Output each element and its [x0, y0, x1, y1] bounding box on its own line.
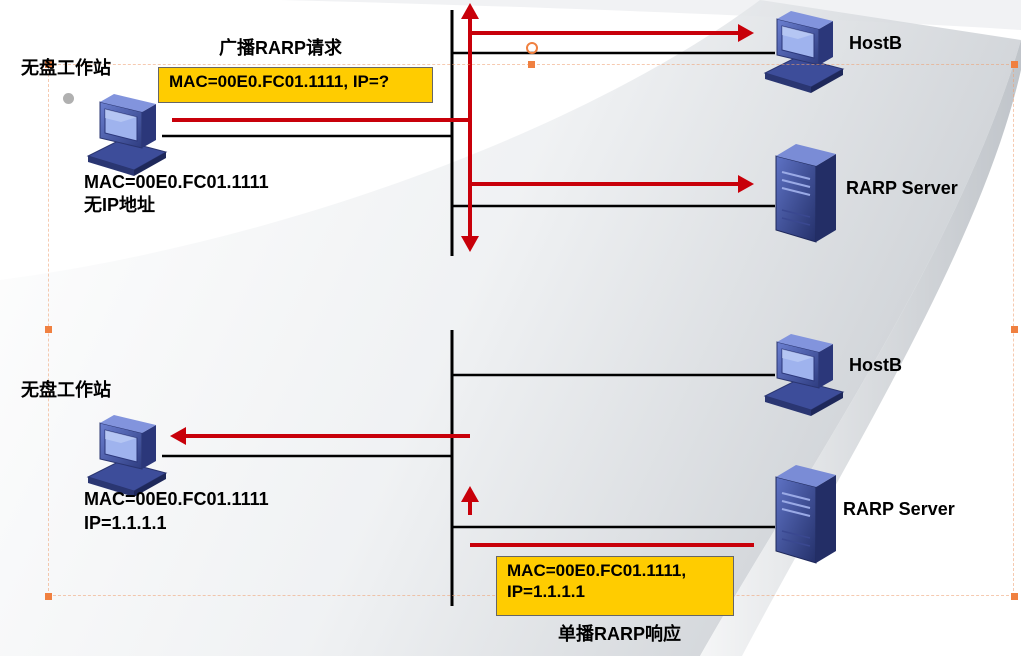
selection-handle-top-middle[interactable] — [528, 61, 535, 68]
top-ip-label: 无IP地址 — [84, 195, 156, 215]
top-hostb-label: HostB — [849, 33, 902, 53]
bottom-reply-box-line2: IP=1.1.1.1 — [507, 582, 585, 601]
bottom-server-label: RARP Server — [843, 499, 955, 519]
selection-handle-bottom-left[interactable] — [45, 593, 52, 600]
top-broadcast-arrows — [172, 3, 754, 252]
bottom-unicast-arrows — [170, 427, 754, 547]
bottom-hostb-label: HostB — [849, 355, 902, 375]
selection-handle-top-right[interactable] — [1011, 61, 1018, 68]
top-workstation-label: 无盘工作站 — [21, 58, 111, 78]
bottom-unicast-label: 单播RARP响应 — [558, 624, 682, 644]
background-swoosh-light — [280, 0, 1021, 30]
selection-handle-bottom-right[interactable] — [1011, 593, 1018, 600]
selection-handle-middle-left[interactable] — [45, 326, 52, 333]
bottom-reply-box-line1: MAC=00E0.FC01.1111, — [507, 561, 687, 580]
bottom-mac-label: MAC=00E0.FC01.1111 — [84, 489, 269, 509]
bottom-ip-label: IP=1.1.1.1 — [84, 513, 167, 533]
selection-handle-top-left[interactable] — [45, 61, 52, 68]
selection-handle-middle-right[interactable] — [1011, 326, 1018, 333]
bottom-reply-box: MAC=00E0.FC01.1111, IP=1.1.1.1 — [496, 556, 734, 616]
rotate-handle-icon — [526, 42, 538, 54]
top-server-label: RARP Server — [846, 178, 958, 198]
grey-dot — [63, 93, 74, 104]
top-request-box: MAC=00E0.FC01.1111, IP=? — [158, 67, 433, 103]
top-mac-label: MAC=00E0.FC01.1111 — [84, 172, 269, 192]
top-broadcast-label: 广播RARP请求 — [219, 38, 343, 58]
bottom-workstation-label: 无盘工作站 — [21, 380, 111, 400]
